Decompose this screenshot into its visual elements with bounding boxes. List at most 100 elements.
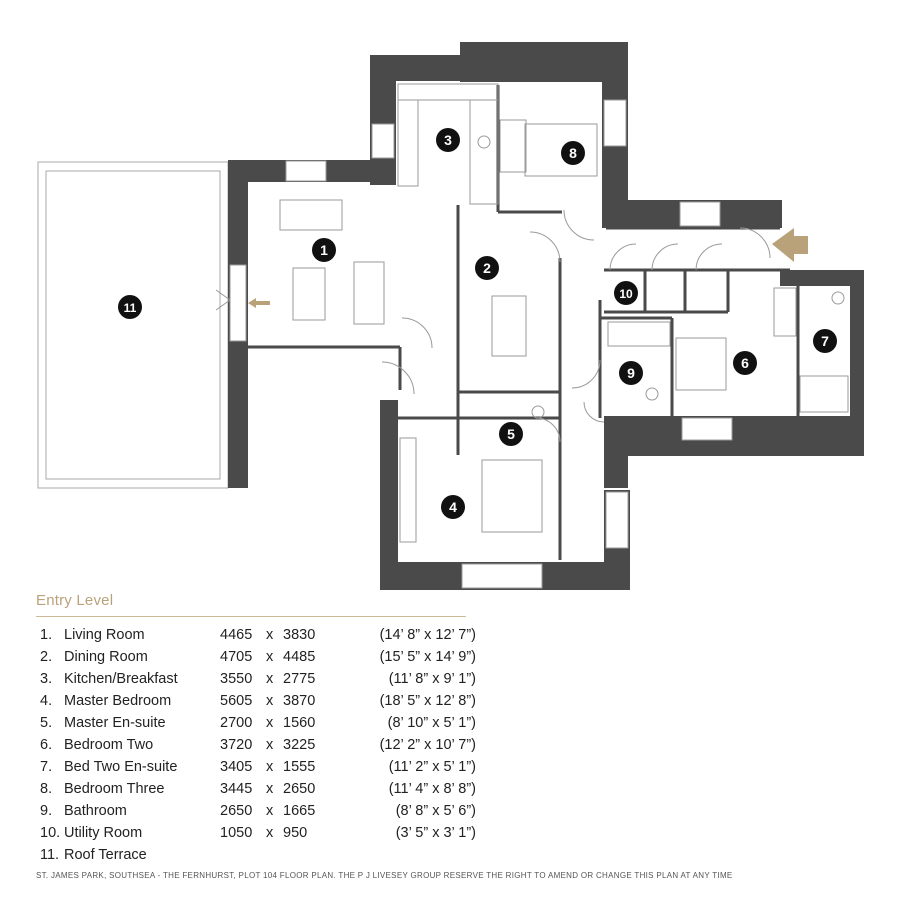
interior-walls (245, 85, 800, 560)
room-marker-label: 4 (449, 499, 457, 515)
room-number: 4. (40, 693, 53, 709)
room-marker-7: 7 (813, 329, 837, 353)
room-marker-label: 8 (569, 145, 577, 161)
room-marker-9: 9 (619, 361, 643, 385)
room-imperial-size: (14’ 8” x 12’ 7”) (379, 627, 476, 643)
floor-plan: 1 2 3 4 5 6 7 8 9 10 11 (37, 42, 864, 590)
room-width-mm: 3445 (220, 781, 253, 797)
roof-terrace-outline (37, 161, 229, 489)
room-length-mm: 2650 (283, 781, 316, 797)
level-title: Entry Level (36, 592, 114, 609)
room-number: 2. (40, 649, 53, 665)
room-number: 7. (40, 759, 53, 775)
room-marker-label: 10 (619, 287, 633, 301)
room-markers: 1 2 3 4 5 6 7 8 9 10 11 (118, 128, 837, 519)
room-width-mm: 3550 (220, 671, 253, 687)
dimension-separator: x (266, 759, 274, 775)
room-number: 6. (40, 737, 53, 753)
dimension-separator: x (266, 649, 274, 665)
room-marker-label: 9 (627, 365, 635, 381)
room-length-mm: 1560 (283, 715, 316, 731)
room-number: 5. (40, 715, 53, 731)
terrace-arrow-icon (248, 298, 270, 308)
room-marker-1: 1 (312, 238, 336, 262)
entrance-arrow-icon (772, 228, 808, 262)
dimension-separator: x (266, 737, 274, 753)
room-imperial-size: (12’ 2” x 10’ 7”) (379, 737, 476, 753)
room-marker-label: 5 (507, 426, 515, 442)
room-name: Dining Room (64, 649, 148, 665)
room-name: Master Bedroom (64, 693, 172, 709)
room-marker-6: 6 (733, 351, 757, 375)
room-marker-label: 11 (124, 301, 137, 315)
room-marker-label: 3 (444, 132, 452, 148)
room-number: 9. (40, 803, 53, 819)
room-width-mm: 3720 (220, 737, 253, 753)
dimension-separator: x (266, 693, 274, 709)
room-imperial-size: (11’ 2” x 5’ 1”) (388, 759, 476, 775)
legend-row: 5. Master En-suite 2700 x 1560 (8’ 10” x 5’ 1… (36, 712, 476, 734)
room-name: Kitchen/Breakfast (64, 671, 178, 687)
room-marker-label: 1 (320, 242, 328, 258)
level-divider (36, 616, 466, 617)
room-length-mm: 3870 (283, 693, 316, 709)
room-marker-8: 8 (561, 141, 585, 165)
room-marker-4: 4 (441, 495, 465, 519)
room-width-mm: 3405 (220, 759, 253, 775)
room-name: Living Room (64, 627, 145, 643)
room-imperial-size: (15’ 5” x 14’ 9”) (379, 649, 476, 665)
disclaimer-footer: ST. JAMES PARK, SOUTHSEA - THE FERNHURST… (36, 871, 733, 880)
room-name: Roof Terrace (64, 847, 147, 863)
room-length-mm: 950 (283, 825, 308, 841)
dimension-separator: x (266, 781, 274, 797)
room-marker-5: 5 (499, 422, 523, 446)
dimension-separator: x (266, 825, 274, 841)
room-imperial-size: (11’ 8” x 9’ 1”) (388, 671, 476, 687)
room-marker-label: 6 (741, 355, 749, 371)
room-marker-10: 10 (614, 281, 638, 305)
room-marker-label: 2 (483, 260, 491, 276)
room-imperial-size: (11’ 4” x 8’ 8”) (388, 781, 476, 797)
room-marker-3: 3 (436, 128, 460, 152)
room-name: Master En-suite (64, 715, 166, 731)
legend-row: 2. Dining Room 4705 x 4485 (15’ 5” x 14’ 9”) (36, 646, 476, 668)
room-number: 10. (40, 825, 61, 841)
door-swings (215, 209, 771, 443)
room-length-mm: 2775 (283, 671, 316, 687)
dimension-separator: x (266, 803, 274, 819)
furniture (279, 83, 849, 543)
legend-row: 1. Living Room 4465 x 3830 (14’ 8” x 12’ 7”) (36, 624, 476, 646)
room-number: 3. (40, 671, 53, 687)
room-imperial-size: (8’ 10” x 5’ 1”) (387, 715, 476, 731)
room-name: Bedroom Three (64, 781, 165, 797)
room-width-mm: 2650 (220, 803, 253, 819)
legend-row: 11.Roof Terrace (36, 844, 476, 866)
room-length-mm: 1555 (283, 759, 316, 775)
room-width-mm: 2700 (220, 715, 253, 731)
room-imperial-size: (8’ 8” x 5’ 6”) (395, 803, 476, 819)
room-length-mm: 3225 (283, 737, 316, 753)
room-marker-label: 7 (821, 333, 829, 349)
dimension-separator: x (266, 627, 274, 643)
room-width-mm: 1050 (220, 825, 253, 841)
room-marker-11: 11 (118, 295, 142, 319)
dimension-separator: x (266, 715, 274, 731)
room-length-mm: 3830 (283, 627, 316, 643)
room-imperial-size: (3’ 5” x 3’ 1”) (395, 825, 476, 841)
room-number: 11. (40, 847, 60, 863)
room-width-mm: 4465 (220, 627, 253, 643)
room-width-mm: 4705 (220, 649, 253, 665)
room-length-mm: 4485 (283, 649, 316, 665)
dimension-separator: x (266, 671, 274, 687)
room-marker-2: 2 (475, 256, 499, 280)
room-name: Bedroom Two (64, 737, 154, 753)
legend-row: 6. Bedroom Two 3720 x 3225 (12’ 2” x 10’ 7”) (36, 734, 476, 756)
room-number: 1. (40, 627, 53, 643)
windows (229, 99, 797, 589)
